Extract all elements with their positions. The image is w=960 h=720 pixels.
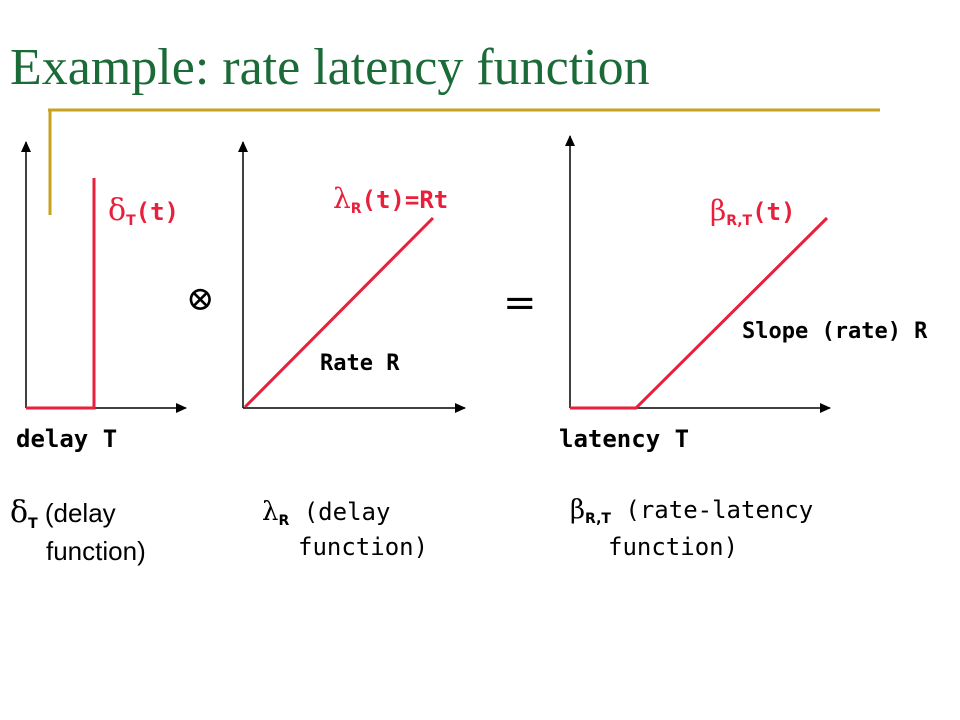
rate-latency-curve — [570, 216, 829, 410]
panel-3-axes — [565, 135, 831, 413]
panel-rate-function: λR(t)=Rt Rate R λR (delay function) — [238, 141, 466, 561]
delay-caption-line-1: δT (delay — [10, 495, 116, 532]
rate-latency-curve-label: βR,T(t) — [710, 194, 795, 229]
equals-operator-icon: = — [503, 280, 537, 326]
slope-inner-label: Slope (rate) R — [742, 319, 928, 344]
convolution-operator-icon: ⊗ — [186, 279, 215, 319]
panel-2-axes — [238, 141, 466, 413]
rate-latency-caption-line-2: function) — [608, 533, 738, 561]
latency-axis-label: latency T — [559, 425, 689, 453]
panel-delay-function: δT(t) delay T δT (delay function) — [10, 141, 187, 566]
delay-axis-label: delay T — [16, 425, 117, 453]
rate-function-curve-label: λR(t)=Rt — [333, 182, 448, 217]
rate-function-curve — [243, 216, 435, 409]
delay-function-curve — [26, 178, 96, 410]
rate-caption-line-2: function) — [298, 533, 428, 561]
rate-inner-label: Rate R — [320, 351, 400, 376]
rate-caption-line-1: λR (delay — [262, 497, 390, 529]
rate-latency-caption-line-1: βR,T (rate-latency — [570, 495, 813, 527]
delay-function-curve-label: δT(t) — [108, 193, 179, 229]
panel-rate-latency-function: βR,T(t) Slope (rate) R latency T βR,T (r… — [559, 135, 928, 561]
slide-title: Example: rate latency function — [10, 39, 650, 96]
title-accent-rule — [48, 108, 880, 215]
delay-caption-line-2: function) — [46, 536, 146, 566]
